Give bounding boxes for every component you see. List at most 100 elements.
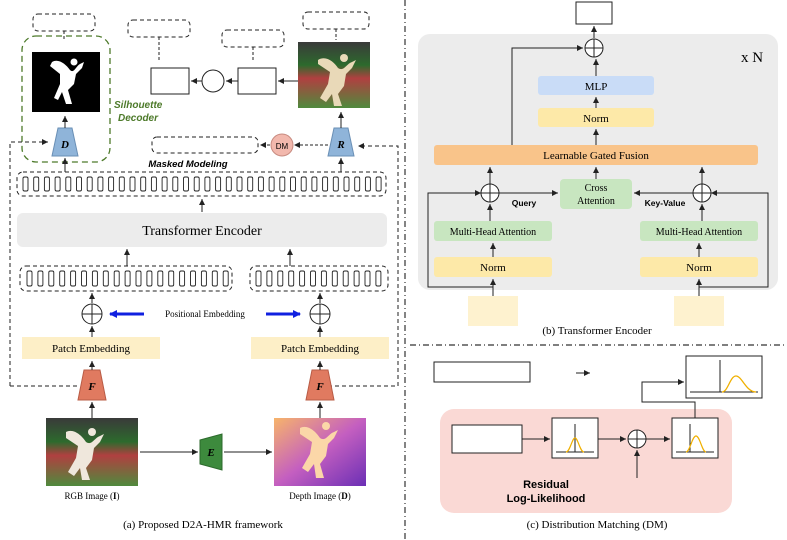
depth-token-cells [255, 270, 382, 287]
norm-left-block [434, 257, 552, 277]
encoder-f-left [77, 369, 107, 401]
rgb-image-label: RGB Image (I) [64, 491, 119, 501]
token-cell [22, 176, 29, 192]
panel-c-caption: (c) Distribution Matching (DM) [527, 519, 668, 531]
positional-embedding-label: Positional Embedding [165, 309, 245, 319]
token-cell [168, 270, 175, 287]
token-cell [300, 176, 307, 192]
masked-modeling-label: Masked Modeling [148, 159, 227, 170]
gated-fusion-block [434, 145, 758, 165]
token-cell [135, 270, 142, 287]
token-cell [157, 270, 164, 287]
norm-right-label: Norm [686, 262, 712, 274]
dm-circle [270, 133, 294, 157]
token-cell [193, 176, 200, 192]
depth-image-label: Depth Image (D) [289, 491, 350, 501]
dm-label: DM [276, 142, 289, 151]
token-cell [311, 176, 318, 192]
token-cell [257, 176, 264, 192]
repeat-label: x N [741, 50, 763, 66]
token-cell [364, 270, 371, 287]
silhouette-decoder-label-1: Silhouette [114, 100, 163, 111]
token-cell [108, 176, 115, 192]
token-cell [150, 176, 157, 192]
rgb-token-cells [26, 270, 229, 287]
gated-fusion-label: Learnable Gated Fusion [543, 150, 649, 162]
token-cell [183, 176, 189, 192]
token-cell [65, 176, 72, 192]
norm-left-label: Norm [480, 262, 506, 274]
cross-attention-label-2: Attention [577, 196, 615, 207]
token-cell [277, 270, 284, 287]
mha-right-block [640, 221, 758, 241]
token-cell [268, 176, 275, 192]
token-cell [48, 270, 55, 287]
panel-b-caption: (b) Transformer Encoder [542, 325, 652, 337]
token-cell [129, 176, 136, 192]
token-cell [76, 176, 82, 192]
token-cell [332, 176, 339, 192]
token-cell [290, 176, 296, 192]
token-cell [124, 270, 131, 287]
encoder-f-right [305, 369, 335, 401]
token-cell [299, 270, 306, 287]
residual-label-2: Log-Likelihood [507, 493, 586, 505]
token-cell [81, 270, 87, 287]
dm-output-placeholder [151, 136, 259, 154]
mlp-block [538, 76, 654, 95]
token-cell [343, 176, 350, 192]
token-cell [70, 270, 77, 287]
encoder-f-left-label: F [87, 381, 96, 393]
token-cell [354, 176, 361, 192]
token-cell [204, 176, 211, 192]
token-cell [146, 270, 153, 287]
dm-output-plot [685, 355, 763, 399]
token-cell [364, 176, 371, 192]
token-cell [140, 176, 147, 192]
mha-right-label: Multi-Head Attention [656, 227, 742, 238]
token-cell [200, 270, 207, 287]
regressor-r-label: R [336, 139, 344, 151]
transformer-encoder-block [17, 213, 387, 247]
regressor-r-block [327, 127, 355, 157]
depth-token-row [249, 265, 389, 292]
estimator-e [199, 433, 223, 471]
token-cell [353, 270, 360, 287]
token-cell [320, 270, 327, 287]
encoder-output-box [575, 1, 613, 25]
token-cell [179, 270, 186, 287]
mha-left-block [434, 221, 552, 241]
panel-a: Silhouette Decoder D R DM Masked [9, 11, 399, 531]
output-placeholder-3 [302, 11, 370, 30]
token-cell [236, 176, 243, 192]
token-cell [310, 270, 316, 287]
token-cell [59, 270, 66, 287]
token-cell [97, 176, 104, 192]
token-cell [375, 270, 382, 287]
key-value-label: Key-Value [645, 198, 686, 208]
token-cell [331, 270, 338, 287]
estimator-e-label: E [206, 447, 214, 459]
token-cell [375, 176, 382, 192]
residual-input-box [451, 424, 523, 454]
patch-embedding-right [251, 337, 389, 359]
token-cell [102, 270, 109, 287]
token-cell [215, 176, 222, 192]
token-cell [118, 176, 125, 192]
mha-left-label: Multi-Head Attention [450, 227, 536, 238]
token-cell [247, 176, 254, 192]
rgb-token-input [468, 296, 518, 326]
token-cell [91, 270, 98, 287]
token-cell [279, 176, 286, 192]
token-cell [33, 176, 40, 192]
token-cell [113, 270, 120, 287]
token-cell [225, 176, 232, 192]
silhouette-decoder-label-2: Decoder [118, 113, 159, 124]
panel-a-caption: (a) Proposed D2A-HMR framework [123, 519, 283, 531]
token-cell [161, 176, 168, 192]
mlp-label: MLP [585, 81, 608, 93]
masked-token-cells [22, 176, 382, 192]
token-cell [288, 270, 295, 287]
mesh-box-2 [237, 67, 277, 95]
silhouette-output-placeholder [32, 13, 96, 32]
